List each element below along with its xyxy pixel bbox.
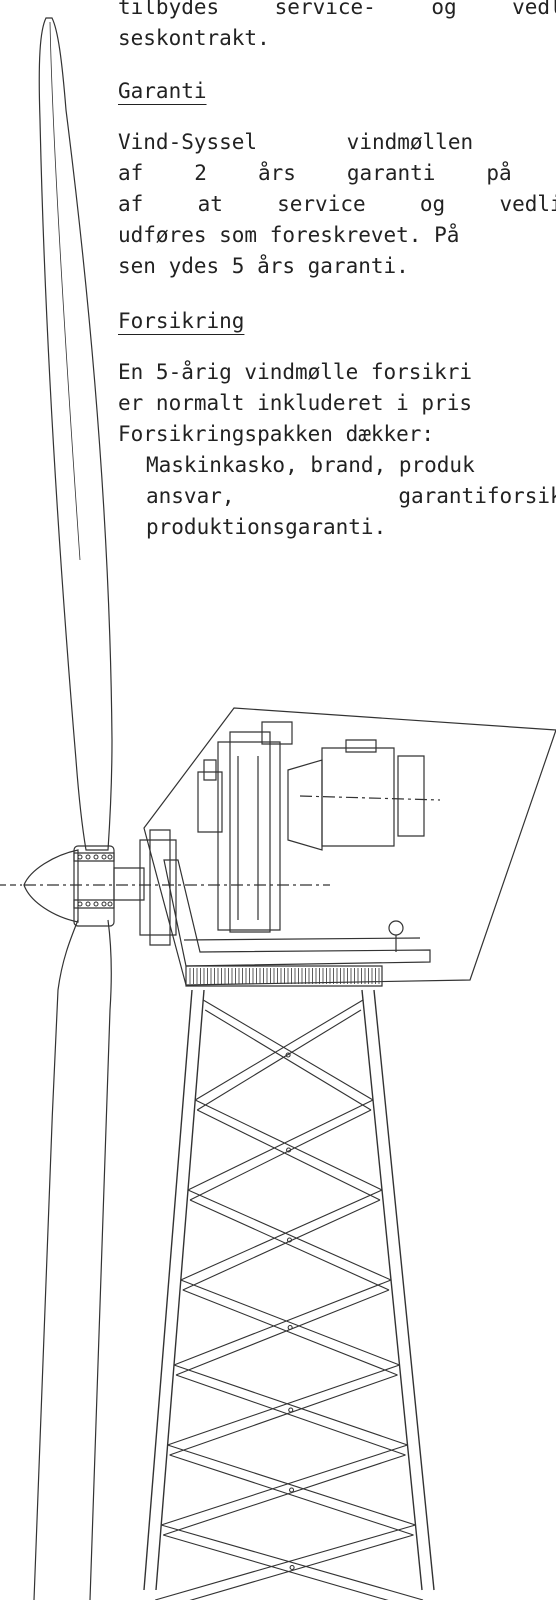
word: garanti	[346, 161, 436, 185]
garanti-line-2: af 2 års garanti på be	[118, 158, 556, 189]
forsikring-line-2: er normalt inkluderet i pris	[118, 391, 473, 415]
lower-rotor-blade	[34, 920, 111, 1600]
spinner-nose-cone	[24, 850, 78, 922]
word: service	[277, 192, 366, 216]
forsikring-line-1: En 5-årig vindmølle forsikri	[118, 360, 473, 384]
word: på	[486, 161, 512, 185]
nacelle-housing	[144, 708, 556, 985]
garanti-line-1: Vind-Syssel vindmøllen er	[118, 127, 556, 158]
main-shaft	[114, 868, 144, 900]
forsikring-indented-line-3: produktionsgaranti.	[146, 515, 387, 539]
yaw-ring	[186, 966, 382, 986]
word: vedlige	[499, 192, 556, 216]
word: tilbydes	[118, 0, 220, 19]
word: service-	[274, 0, 376, 19]
garanti-line-3: af at service og vedlige	[118, 189, 556, 220]
section-heading-garanti: Garanti	[118, 79, 207, 103]
forsikring-indented-line-1: Maskinkasko, brand, produk	[146, 453, 475, 477]
yaw-ring-hatching	[190, 968, 379, 984]
garanti-line-5: sen ydes 5 års garanti.	[118, 254, 409, 278]
word: vindmøllen	[346, 130, 474, 154]
garanti-line-4: udføres som foreskrevet. På	[118, 223, 460, 247]
continued-line-2: seskontrakt.	[118, 26, 270, 50]
upper-rotor-blade	[39, 18, 112, 850]
word: og	[419, 192, 446, 216]
lattice-tower	[144, 990, 434, 1590]
word: af	[118, 192, 144, 216]
hub-bolts	[78, 855, 112, 906]
word: af	[118, 161, 144, 185]
text-column: tilbydes service- og vedlig seskontrakt.…	[118, 0, 556, 543]
tower-cross-bracing	[155, 1000, 423, 1600]
word: og	[431, 0, 457, 19]
forsikring-indented-line-2: ansvar, garantiforsikri	[118, 481, 556, 512]
section-heading-forsikring: Forsikring	[118, 309, 245, 333]
word: 2	[194, 161, 207, 185]
main-bearing	[140, 840, 176, 935]
word: garantiforsikri	[398, 484, 556, 508]
generator	[288, 740, 440, 850]
gearbox	[198, 722, 292, 932]
word: ansvar,	[146, 484, 235, 508]
forsikring-line-3: Forsikringspakken dækker:	[118, 422, 435, 446]
word: Vind-Syssel	[118, 130, 258, 154]
base-frame	[164, 860, 430, 966]
word: at	[197, 192, 223, 216]
word: års	[257, 161, 296, 185]
continued-line-1: tilbydes service- og vedlig	[118, 0, 556, 23]
word: vedlig	[512, 0, 556, 19]
